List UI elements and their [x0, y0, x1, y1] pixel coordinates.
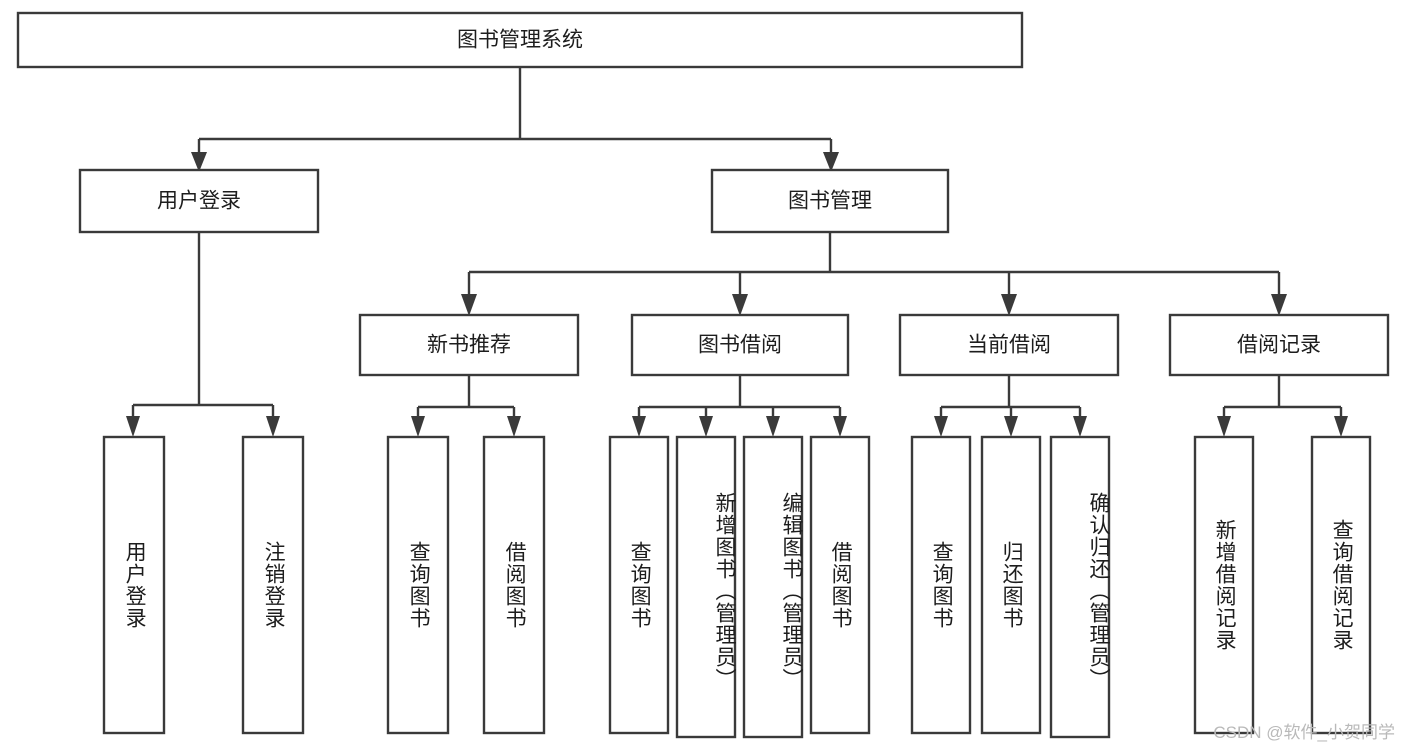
arrow-head-current-borrow — [1001, 294, 1017, 316]
node-root[interactable]: 图书管理系统 — [16, 11, 1024, 69]
node-user-login[interactable]: 用户登录 — [78, 168, 320, 234]
leaf-add-borrow-record-box[interactable] — [1193, 435, 1255, 735]
connector-borrowrecord-bus — [1222, 375, 1343, 424]
node-book-borrow-label: 图书借阅 — [698, 334, 782, 357]
node-user-login-label: 用户登录 — [157, 190, 241, 213]
node-book-management[interactable]: 图书管理 — [710, 168, 950, 234]
arrow-head-leaf-return-book — [1004, 416, 1018, 437]
node-new-book-recommend-box[interactable] — [358, 313, 580, 377]
arrow-head-borrow-record — [1271, 294, 1287, 316]
leaf-user-login-label: 用户登录 — [123, 541, 147, 629]
node-book-borrow[interactable]: 图书借阅 — [630, 313, 850, 377]
arrow-head-book-borrow — [732, 294, 748, 316]
connectors-layer — [126, 67, 1348, 437]
arrow-head-leaf-borrow-book-recommend — [507, 416, 521, 437]
arrow-head-leaf-query-book-current — [934, 416, 948, 437]
leaf-add-book-admin-label: 新增图书（管理员） — [713, 492, 736, 690]
node-book-management-box[interactable] — [710, 168, 950, 234]
arrow-head-new-book-recommend — [461, 294, 477, 316]
leaf-query-borrow-record-box[interactable] — [1310, 435, 1372, 735]
node-new-book-recommend-label: 新书推荐 — [427, 334, 511, 357]
arrow-head-user-login — [191, 152, 207, 172]
leaf-query-book-recommend-label: 查询图书 — [407, 541, 431, 629]
leaf-add-book-admin-box[interactable] — [675, 435, 737, 739]
arrow-head-leaf-confirm-return-admin — [1073, 416, 1087, 437]
leaf-return-book-box[interactable] — [980, 435, 1042, 735]
connector-userlogin-bus — [131, 232, 275, 424]
node-borrow-record-label: 借阅记录 — [1237, 334, 1321, 357]
leaf-return-book-label: 归还图书 — [1000, 541, 1024, 629]
leaf-query-book-recommend-box[interactable] — [386, 435, 450, 735]
node-current-borrow-label: 当前借阅 — [967, 334, 1051, 357]
arrow-head-leaf-user-login — [126, 416, 140, 437]
leaf-query-book-borrow-label: 查询图书 — [628, 541, 652, 629]
arrow-head-leaf-query-book-borrow — [632, 416, 646, 437]
connector-currentborrow-bus — [939, 375, 1082, 424]
leaf-edit-book-admin-label: 编辑图书（管理员） — [780, 492, 803, 690]
connector-recommend-bus — [416, 375, 516, 424]
node-user-login-box[interactable] — [78, 168, 320, 234]
leaf-query-book-current-label: 查询图书 — [930, 541, 954, 629]
node-current-borrow-box[interactable] — [898, 313, 1120, 377]
arrow-head-leaf-query-borrow-record — [1334, 416, 1348, 437]
leaf-logout-label: 注销登录 — [262, 541, 286, 629]
node-root-label: 图书管理系统 — [457, 29, 583, 52]
arrow-head-book-management — [823, 152, 839, 172]
node-root-box[interactable] — [16, 11, 1024, 69]
leaf-query-book-borrow-box[interactable] — [608, 435, 670, 735]
arrow-head-leaf-logout — [266, 416, 280, 437]
leaf-borrow-book-recommend-box[interactable] — [482, 435, 546, 735]
leaf-user-login-box[interactable] — [102, 435, 166, 735]
leaf-logout-box[interactable] — [241, 435, 305, 735]
leaf-borrow-book-recommend-label: 借阅图书 — [503, 541, 527, 629]
leaf-borrow-book-box[interactable] — [809, 435, 871, 735]
node-new-book-recommend[interactable]: 新书推荐 — [358, 313, 580, 377]
connector-root-bus — [197, 67, 833, 159]
csdn-watermark: CSDN @软件_小贺同学 — [1213, 723, 1395, 742]
leaf-boxes-layer — [102, 435, 1372, 739]
leaf-edit-book-admin-box[interactable] — [742, 435, 804, 739]
node-current-borrow[interactable]: 当前借阅 — [898, 313, 1120, 377]
arrow-head-leaf-query-book-recommend — [411, 416, 425, 437]
connector-bookmgmt-bus — [467, 232, 1281, 302]
node-borrow-record-box[interactable] — [1168, 313, 1390, 377]
leaf-borrow-book-label: 借阅图书 — [829, 541, 853, 629]
leaf-confirm-return-admin-label: 确认归还（管理员） — [1087, 492, 1110, 690]
arrow-head-leaf-edit-book-admin — [766, 416, 780, 437]
arrow-head-leaf-borrow-book — [833, 416, 847, 437]
leaf-query-book-current-box[interactable] — [910, 435, 972, 735]
leaf-add-borrow-record-label: 新增借阅记录 — [1213, 519, 1237, 651]
connector-bookborrow-bus — [637, 375, 842, 424]
leaf-confirm-return-admin-box[interactable] — [1049, 435, 1111, 739]
arrow-head-leaf-add-book-admin — [699, 416, 713, 437]
node-borrow-record[interactable]: 借阅记录 — [1168, 313, 1390, 377]
leaf-query-borrow-record-label: 查询借阅记录 — [1330, 519, 1354, 651]
node-book-borrow-box[interactable] — [630, 313, 850, 377]
node-book-management-label: 图书管理 — [788, 190, 872, 213]
arrow-head-leaf-add-borrow-record — [1217, 416, 1231, 437]
